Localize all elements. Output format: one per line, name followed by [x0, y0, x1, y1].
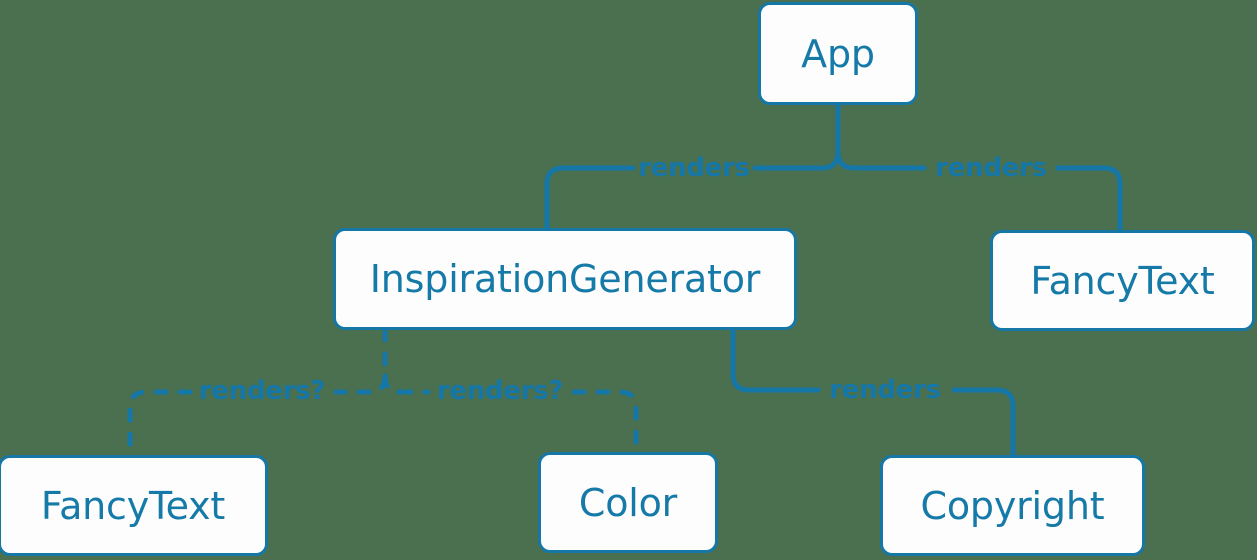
node-color[interactable]: Color — [538, 452, 718, 553]
edge-label-app-fancytext: renders — [935, 153, 1047, 183]
edge-label-inspirationgenerator-copyright: renders — [829, 375, 941, 405]
edge-inspirationgenerator-fancytext — [127, 389, 372, 458]
node-copyright-label: Copyright — [920, 483, 1105, 528]
edge-label-app-inspirationgenerator: renders — [638, 153, 750, 183]
node-color-label: Color — [578, 480, 678, 525]
node-fancytext-bottom-label: FancyText — [40, 483, 226, 528]
edge-app-inspirationgenerator — [544, 165, 825, 231]
node-app-label: App — [801, 31, 875, 76]
edge-inspirationgenerator-copyright — [730, 327, 1016, 458]
edge-app-stem-left — [819, 149, 841, 171]
node-copyright[interactable]: Copyright — [880, 455, 1145, 556]
edge-label-inspirationgenerator-color: renders? — [436, 376, 564, 406]
edge-inspirationgenerator-dashed-stem — [366, 327, 404, 395]
node-fancytext-bottom[interactable]: FancyText — [0, 455, 268, 556]
edge-app-fancytext — [851, 165, 1123, 233]
edge-app-stem — [835, 102, 857, 171]
node-inspirationgenerator-label: InspirationGenerator — [369, 257, 761, 301]
edge-inspirationgenerator-color — [398, 389, 639, 455]
node-inspirationgenerator[interactable]: InspirationGenerator — [333, 228, 797, 330]
node-fancytext-right[interactable]: FancyText — [990, 230, 1255, 331]
node-fancytext-right-label: FancyText — [1030, 258, 1215, 303]
edge-label-inspirationgenerator-fancytext: renders? — [198, 376, 326, 406]
node-app[interactable]: App — [758, 2, 918, 105]
